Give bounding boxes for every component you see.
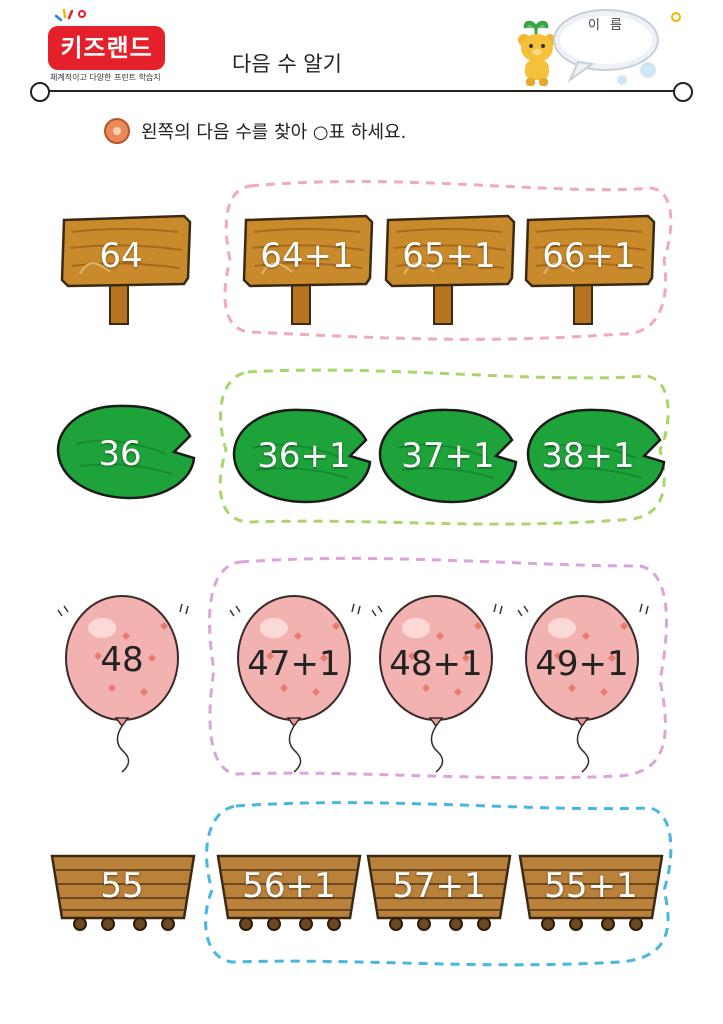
sign-choice-2[interactable]: 65+1 xyxy=(402,236,496,276)
name-label: 이름 xyxy=(588,18,632,33)
leaf-target-number: 36 xyxy=(98,434,142,474)
dashed-group-row2 xyxy=(218,368,670,526)
button-bullet-icon xyxy=(104,118,130,144)
leaf-choice-3[interactable]: 38+1 xyxy=(541,436,635,476)
balloon-choice-1[interactable]: 47+1 xyxy=(247,644,341,684)
cart-choice-3[interactable]: 55+1 xyxy=(544,866,638,906)
sign-choice-1[interactable]: 64+1 xyxy=(260,236,354,276)
balloon-choice-3[interactable]: 49+1 xyxy=(535,644,629,684)
dashed-group-row1 xyxy=(223,180,673,341)
balloon-target xyxy=(57,595,189,773)
balloon-choice-2 xyxy=(371,595,503,773)
instruction-text: 왼쪽의 다음 수를 찾아 ○표 하세요. xyxy=(141,122,407,143)
balloon-target-number: 48 xyxy=(100,640,144,680)
header-divider xyxy=(40,90,682,92)
sign-target-number: 64 xyxy=(99,236,143,276)
logo-tagline: 체계적이고 다양한 프린트 학습지 xyxy=(50,73,161,82)
cart-choice-2[interactable]: 57+1 xyxy=(392,866,486,906)
dashed-group-row4 xyxy=(204,801,673,967)
cart-target-number: 55 xyxy=(100,866,144,906)
worksheet-title: 다음 수 알기 xyxy=(232,52,342,76)
name-cloud-icon xyxy=(548,6,660,86)
balloon-choice-1 xyxy=(229,595,361,773)
leaf-choice-2[interactable]: 37+1 xyxy=(401,436,495,476)
deco-ring-icon xyxy=(671,12,681,22)
cart-choice-1[interactable]: 56+1 xyxy=(242,866,336,906)
divider-right-end xyxy=(673,82,693,102)
divider-left-end xyxy=(30,82,50,102)
leaf-choice-1[interactable]: 36+1 xyxy=(257,436,351,476)
logo-sparkle-icon xyxy=(52,6,92,24)
balloon-choice-3 xyxy=(517,595,649,773)
bear-mascot-icon xyxy=(514,18,560,88)
sign-choice-3[interactable]: 66+1 xyxy=(542,236,636,276)
dashed-group-row3 xyxy=(208,556,668,780)
kidsland-logo: 키즈랜드 xyxy=(48,26,165,70)
balloon-choice-2[interactable]: 48+1 xyxy=(389,644,483,684)
